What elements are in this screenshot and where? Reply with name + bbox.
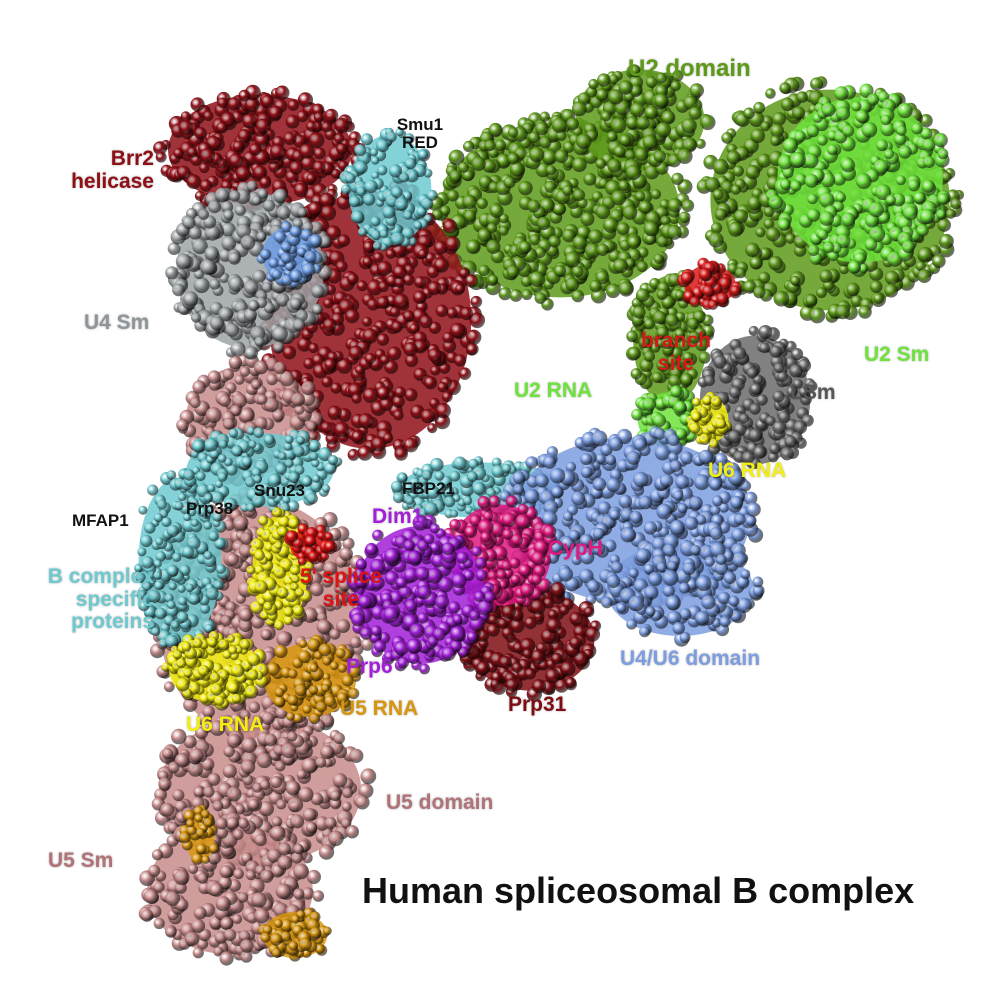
label-cyph: CypH	[548, 537, 603, 560]
label-u5-domain: U5 domain	[386, 791, 494, 814]
u4u6-lower	[599, 533, 765, 647]
u5-sm	[179, 804, 220, 865]
label-b-complex-line2: specific	[75, 587, 154, 611]
label-u6-rna-right: U6 RNA	[708, 459, 787, 482]
lsm	[693, 325, 818, 470]
label-5-splice-site: 5' splice site	[276, 565, 406, 611]
label-brr2-line2: helicase	[71, 169, 154, 193]
five-splice-site	[284, 523, 338, 566]
u2-sm	[765, 83, 951, 277]
label-fbp21: FBP21	[402, 479, 455, 498]
b-complex-upper	[178, 426, 343, 514]
label-branch-line1: branch	[640, 329, 711, 352]
label-u2-rna: U2 RNA	[514, 379, 593, 402]
label-brr2-line1: Brr2	[110, 147, 154, 170]
u6-rna-right	[686, 391, 733, 449]
label-5ss-line2: site	[322, 587, 360, 611]
branch-site	[677, 257, 743, 310]
label-dim1: Dim1	[372, 505, 424, 528]
label-brr2-helicase: Brr2 helicase	[62, 147, 154, 193]
u2-stalk	[625, 270, 715, 409]
u4-sm-core	[256, 221, 323, 289]
label-u5-rna: U5 RNA	[340, 697, 419, 720]
label-b-complex-proteins: B complex specific proteins	[6, 565, 154, 634]
label-u4-sm: U4 Sm	[84, 311, 150, 334]
label-b-complex-line3: proteins	[71, 610, 154, 634]
b-complex-proteins	[134, 467, 231, 649]
u5-sm-bottom	[258, 907, 332, 962]
label-branch-site: branch site	[626, 329, 726, 375]
label-mfap1: MFAP1	[72, 511, 129, 530]
label-lsm: LSm	[790, 381, 836, 404]
smu1-red	[339, 127, 438, 252]
label-b-complex-line1: B complex	[47, 565, 154, 588]
dim1-prp6	[346, 514, 496, 675]
label-u6-rna-left: U6 RNA	[186, 713, 265, 736]
figure-title: Human spliceosomal B complex	[362, 870, 915, 911]
label-smu1-line1: Smu1	[396, 115, 444, 134]
label-prp38: Prp38	[186, 499, 234, 518]
label-smu1-line2: RED	[402, 133, 438, 153]
label-5ss-line1: 5' splice	[299, 565, 383, 588]
label-prp6: Prp6	[346, 655, 393, 678]
u5-rna	[260, 634, 362, 725]
label-u5-sm: U5 Sm	[48, 849, 114, 872]
label-snu23: Snu23	[254, 481, 306, 500]
label-u2-domain: U2 domain	[628, 55, 751, 82]
u2-domain-top	[566, 64, 716, 181]
u6-rna-left	[161, 631, 269, 711]
label-branch-line2: site	[657, 351, 695, 375]
label-u2-sm: U2 Sm	[864, 343, 930, 366]
label-u4u6-domain: U4/U6 domain	[620, 647, 761, 670]
label-prp31: Prp31	[508, 693, 567, 716]
label-smu1-red: Smu1 RED	[388, 115, 452, 153]
